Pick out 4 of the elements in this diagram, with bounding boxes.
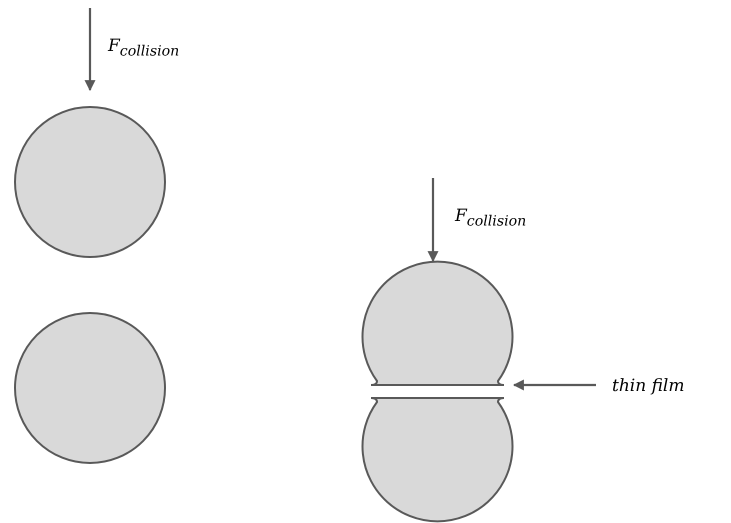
callout-text: thin film xyxy=(612,376,684,396)
force-label: F$_{collision}$ xyxy=(455,206,526,230)
leader-arrow xyxy=(512,380,596,390)
force-label: F$_{collision}$ xyxy=(108,36,180,60)
